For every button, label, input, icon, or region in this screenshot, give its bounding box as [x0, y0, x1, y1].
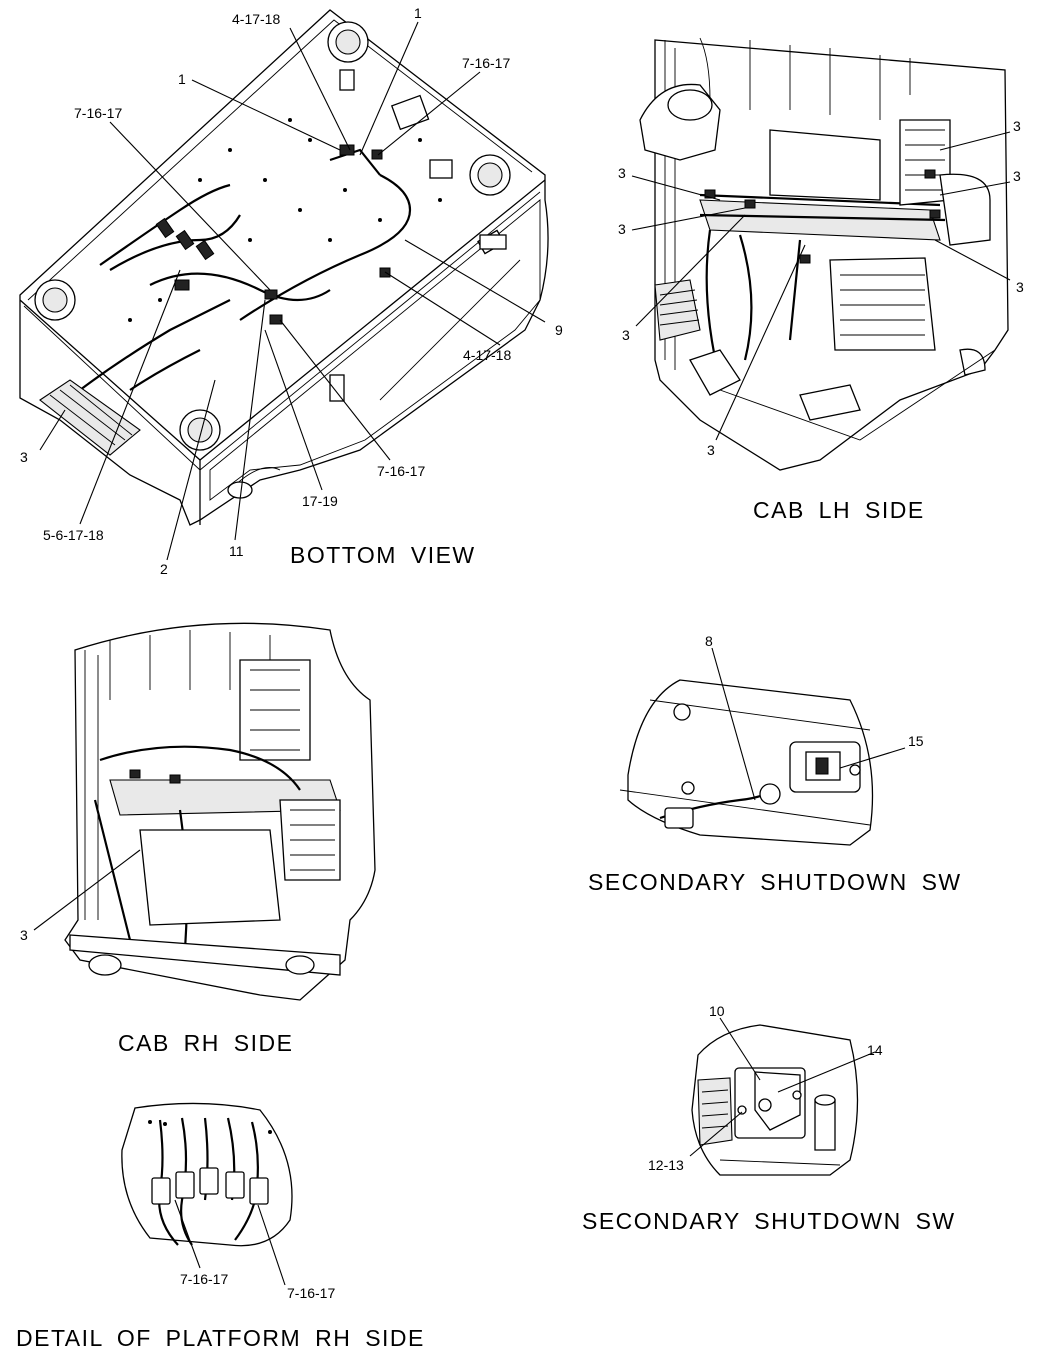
bottom-rivets	[128, 118, 442, 322]
callout-label: 3	[707, 442, 715, 458]
callout-label: 4-17-18	[463, 347, 511, 363]
callout-label: 3	[618, 221, 626, 237]
callout-label: 7-16-17	[74, 105, 122, 121]
cab-lh-title: CAB LH SIDE	[753, 497, 925, 523]
platform-detail-title: DETAIL OF PLATFORM RH SIDE	[16, 1325, 425, 1351]
callout-label: 7-16-17	[287, 1285, 335, 1301]
callout-label: 3	[20, 927, 28, 943]
sec-sw-1-title: SECONDARY SHUTDOWN SW	[588, 869, 962, 895]
bottom-callouts: 4-17-18 1 7-16-17 1 7-16-17 9 4-17-18 7-…	[20, 5, 563, 577]
callout-label: 8	[705, 633, 713, 649]
sec-sw-2-title: SECONDARY SHUTDOWN SW	[582, 1208, 956, 1234]
sec-sw-2-drawing	[691, 1024, 859, 1176]
cab-rh-callouts: 3	[20, 927, 28, 943]
callout-label: 7-16-17	[180, 1271, 228, 1287]
cab-rh-title: CAB RH SIDE	[118, 1030, 293, 1056]
callout-label: 10	[709, 1003, 725, 1019]
cab-rh-leaders	[33, 849, 141, 931]
callout-label: 17-19	[302, 493, 338, 509]
callout-label: 12-13	[648, 1157, 684, 1173]
cab-lh-callouts: 3 3 3 3 3 3 3	[618, 118, 1024, 458]
callout-label: 3	[618, 165, 626, 181]
callout-label: 4-17-18	[232, 11, 280, 27]
callout-label: 2	[160, 561, 168, 577]
bottom-view-drawing	[19, 9, 549, 526]
callout-label: 11	[229, 543, 244, 559]
sec-sw-1-drawing	[619, 679, 874, 846]
bottom-view-title: BOTTOM VIEW	[290, 542, 476, 568]
callout-label: 7-16-17	[377, 463, 425, 479]
sec-sw-2-callouts: 10 14 12-13	[648, 1003, 883, 1173]
callout-label: 1	[178, 71, 186, 87]
cab-lh-leaders	[631, 131, 1011, 441]
callout-label: 9	[555, 322, 563, 338]
callout-label: 3	[20, 449, 28, 465]
platform-callouts: 7-16-17 7-16-17	[180, 1271, 335, 1301]
sec-sw-2-leaders	[689, 1017, 876, 1157]
cab-lh-drawing	[639, 37, 1009, 471]
cab-rh-drawing	[64, 622, 376, 1001]
sec-sw-1-leaders	[711, 647, 906, 801]
callout-label: 3	[1013, 168, 1021, 184]
callout-label: 5-6-17-18	[43, 527, 104, 543]
platform-leaders	[174, 1199, 286, 1286]
platform-detail-drawing	[121, 1102, 293, 1247]
bottom-leaders	[39, 21, 546, 561]
callout-label: 14	[867, 1042, 883, 1058]
callout-label: 7-16-17	[462, 55, 510, 71]
sec-sw-1-callouts: 8 15	[705, 633, 924, 749]
callout-label: 3	[622, 327, 630, 343]
callout-label: 3	[1013, 118, 1021, 134]
callout-label: 3	[1016, 279, 1024, 295]
callout-label: 15	[908, 733, 924, 749]
callout-label: 1	[414, 5, 422, 21]
